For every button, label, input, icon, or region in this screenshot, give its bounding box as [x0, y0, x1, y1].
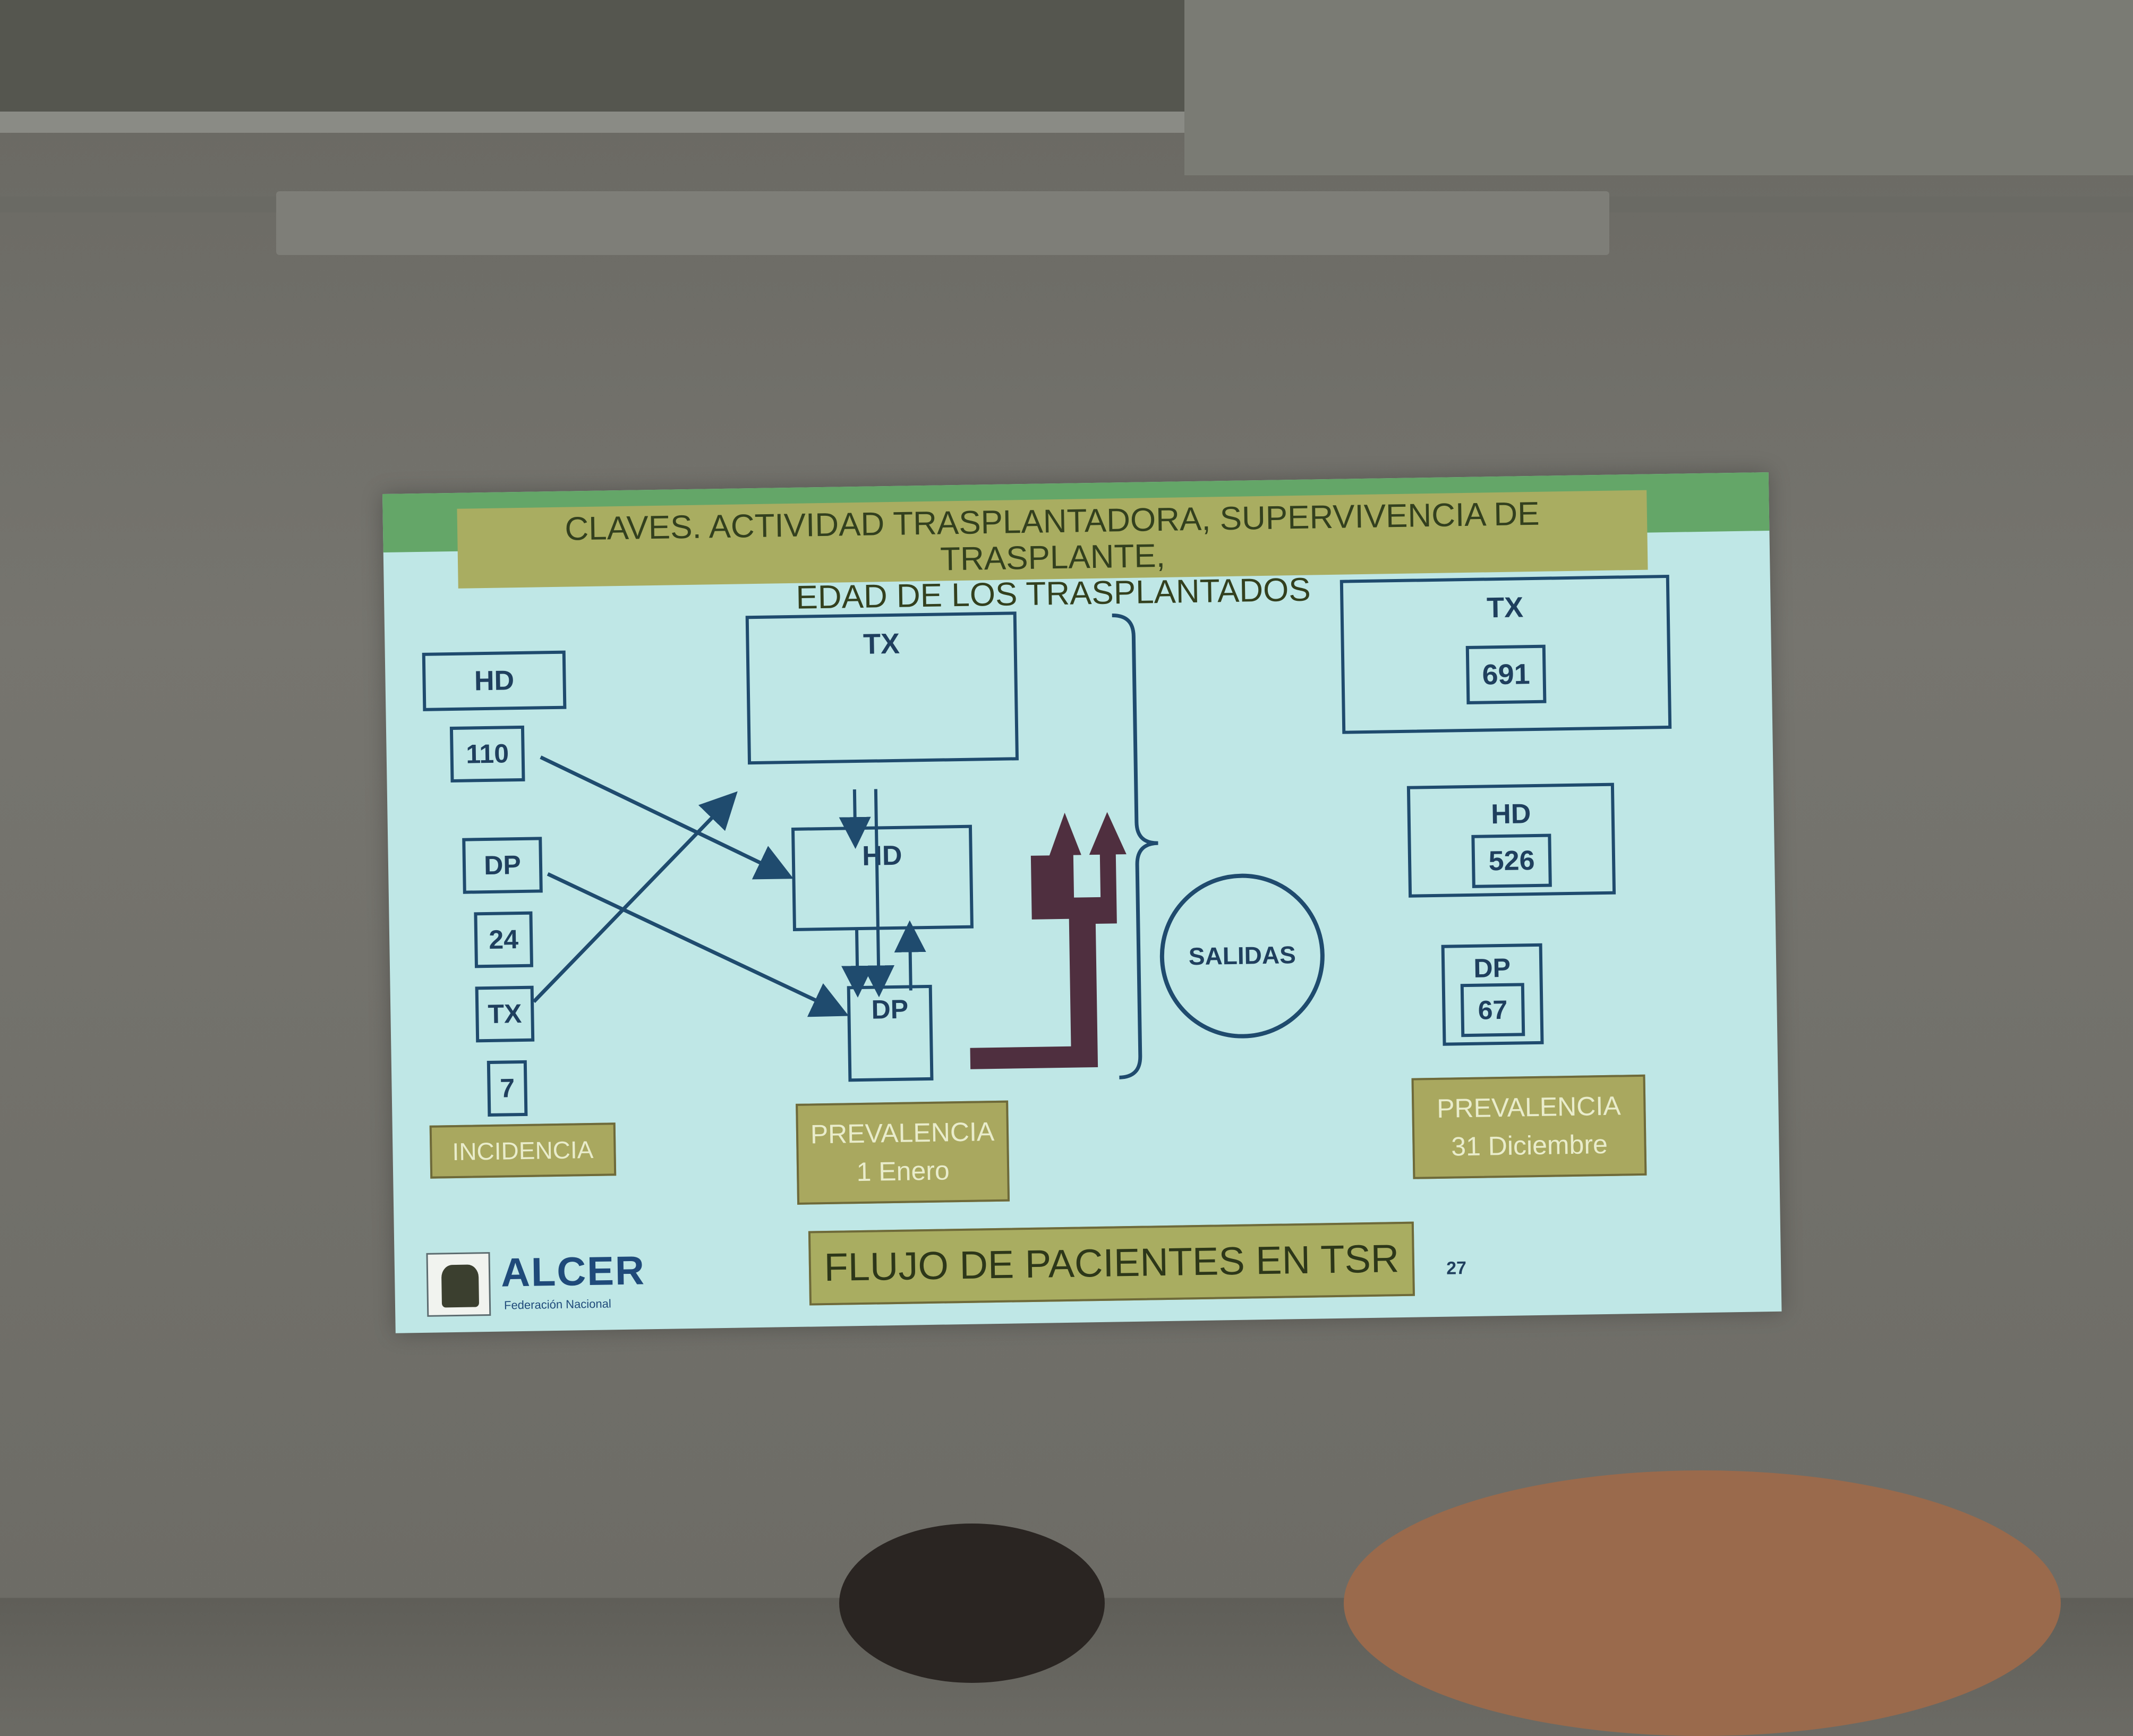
alcer-logo-text: ALCER [500, 1248, 646, 1296]
arrow-dp-to-hd [894, 920, 926, 991]
projection-screen-rail [276, 191, 1609, 255]
flow-arrows [532, 613, 1158, 1079]
arrow-tx-to-tx [532, 791, 738, 1003]
alcer-logo-subtitle: Federación Nacional [504, 1297, 611, 1312]
audience-head [1344, 1470, 2061, 1736]
arrow-tx-to-hd [839, 789, 871, 849]
alcer-emblem [426, 1252, 491, 1317]
bottom-title: FLUJO DE PACIENTES EN TSR [808, 1221, 1415, 1306]
page-number: 27 [1446, 1258, 1467, 1279]
ceiling-panel [0, 0, 1184, 112]
arrow-hd-to-hd [540, 755, 794, 880]
alcer-logo: ALCER Federación Nacional [426, 1244, 650, 1322]
alcer-emblem-figure [441, 1264, 480, 1308]
thick-exit-arrow [970, 812, 1127, 1069]
projected-slide: CLAVES. ACTIVIDAD TRASPLANTADORA, SUPERV… [382, 472, 1782, 1333]
arrow-hd-to-dp [841, 927, 874, 998]
audience-heads [0, 1460, 2133, 1736]
audience-head [839, 1524, 1105, 1683]
ceiling-vent [0, 112, 1184, 133]
ceiling-panel [1184, 0, 2133, 175]
arrow-dp-to-dp [547, 872, 849, 1017]
arrow-tx-to-dp [863, 789, 895, 998]
bottom-title-text: FLUJO DE PACIENTES EN TSR [823, 1236, 1400, 1290]
